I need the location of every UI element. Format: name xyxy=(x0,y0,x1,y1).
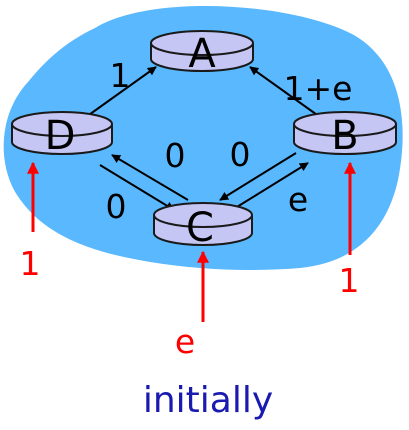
router-c-top xyxy=(153,202,253,228)
edge-label-c-to-d: 0 xyxy=(165,136,186,175)
link-d-to-c xyxy=(99,164,175,211)
link-b-to-a xyxy=(249,66,321,118)
traffic-label-d: 1 xyxy=(20,244,41,283)
router-c: C xyxy=(153,202,253,251)
router-d-label: D xyxy=(45,113,76,159)
router-a-top xyxy=(150,30,254,56)
edge-label-d-to-c: 0 xyxy=(106,187,127,226)
edge-label-b-to-c: 0 xyxy=(230,135,251,174)
link-d-to-a xyxy=(85,66,157,118)
edge-label-d-to-a: 1 xyxy=(110,56,131,95)
router-a: A xyxy=(150,30,254,77)
router-b-top xyxy=(293,111,397,137)
link-c-to-d xyxy=(111,154,189,201)
link-b-to-c xyxy=(219,152,297,201)
router-b-label: B xyxy=(331,113,358,159)
traffic-label-b: 1 xyxy=(339,261,360,300)
router-c-label: C xyxy=(186,205,214,251)
edge-label-b-to-a: 1+e xyxy=(284,69,353,108)
router-d: D xyxy=(11,111,113,159)
router-d-top xyxy=(11,111,113,137)
network-cloud xyxy=(3,5,403,271)
router-a-label: A xyxy=(188,31,216,77)
edge-label-c-to-b: e xyxy=(288,180,308,219)
traffic-label-c: e xyxy=(175,322,195,361)
link-c-to-b xyxy=(231,162,309,211)
caption: initially xyxy=(143,380,273,421)
router-b: B xyxy=(293,111,397,159)
